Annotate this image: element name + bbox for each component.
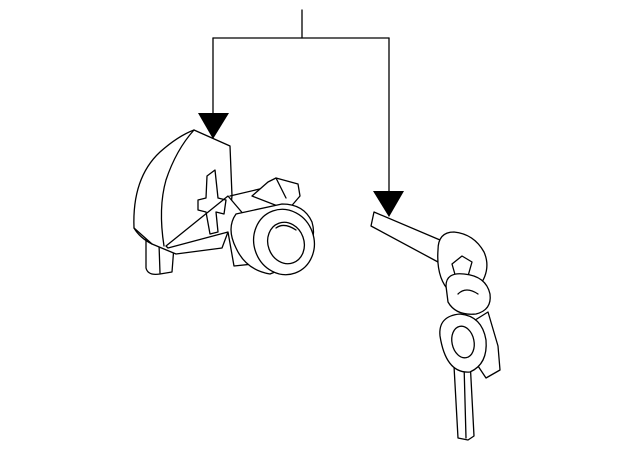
lock-housing-bottom-edge [133,227,153,245]
lower-key-hole [451,325,475,359]
lock-housing-front-edge [160,129,195,247]
upper-key-blade [370,211,441,263]
arrow-to-key-set [373,191,404,217]
key-ring [445,273,491,315]
key-set [370,211,501,441]
callout-leader [198,9,404,217]
lock-rib [197,169,227,235]
lock-mount-tab-edge [158,243,161,274]
lock-cylinder [133,129,316,276]
lower-key-blade-groove [463,363,467,439]
arrow-to-lock-cylinder [198,113,229,139]
lock-top-lug-edge [275,177,287,199]
lock-keyway [266,221,306,265]
key-ring-inner [457,289,479,295]
lock-keyway-highlight [275,224,297,231]
